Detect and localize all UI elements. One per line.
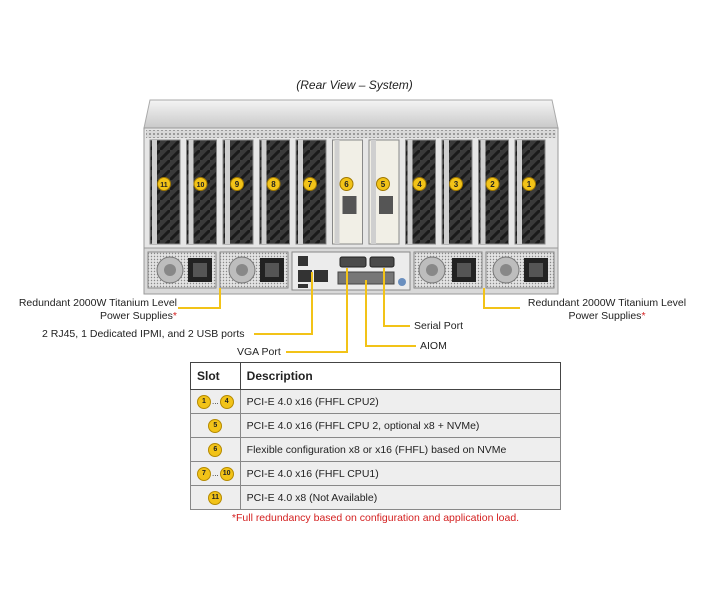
table-row: 5 PCI-E 4.0 x16 (FHFL CPU 2, optional x8 …: [190, 413, 562, 438]
pcie-slot-brackets: 11 10 9 8 7 6 5 4 3 2 1: [149, 139, 546, 245]
slot-7-badge-icon: [303, 177, 317, 191]
psu-left-callout: Redundant 2000W Titanium Level Power Sup…: [12, 297, 177, 323]
slot-7-label: 7: [308, 180, 313, 189]
description-cell: PCI-E 4.0 x8 (Not Available): [239, 485, 562, 510]
slot-9-label: 9: [235, 180, 240, 189]
slot-8-badge-icon: [266, 177, 281, 191]
description-cell: PCI-E 4.0 x16 (FHFL CPU2): [239, 389, 562, 414]
slot-badge-icon: 4: [219, 394, 234, 409]
footnote: *Full redundancy based on configuration …: [231, 512, 520, 524]
table-row: 11 PCI-E 4.0 x8 (Not Available): [190, 485, 562, 510]
io-ports-icon: [291, 251, 411, 291]
pcie-slot-7: 7: [295, 139, 327, 245]
vga-port-icon: [339, 256, 367, 268]
slot-10-badge-icon: [193, 177, 208, 191]
pcie-slot-5: 5: [368, 139, 400, 245]
psu-left-1-icon: [147, 251, 217, 289]
server-rear-view-illustration: 11 10 9 8 7 6 5 4 3 2 1: [143, 99, 559, 353]
slot-badge-icon: 1: [197, 394, 211, 409]
slot-badge-icon: 7: [197, 466, 211, 481]
callout-lines: [178, 268, 520, 353]
slot-cell: 11: [190, 485, 241, 510]
vga-callout: VGA Port: [237, 346, 281, 358]
slot-1-badge-icon: [522, 177, 536, 191]
psu-right-1-icon: [413, 251, 483, 289]
pcie-slot-6: 6: [332, 139, 363, 245]
pcie-slot-1: 1: [514, 139, 546, 245]
range-ellipsis: ...: [212, 397, 219, 406]
slot-5-badge-icon: [376, 177, 390, 191]
slot-badge-icon: 11: [208, 490, 223, 505]
slot-4-label: 4: [417, 180, 422, 189]
pcie-slot-8: 8: [259, 139, 290, 245]
pcie-slot-11: 11: [149, 139, 181, 245]
psu-right-2-icon: [485, 251, 555, 289]
aiom-callout: AIOM: [420, 340, 447, 352]
serial-port-icon: [369, 256, 395, 268]
pcie-slot-2: 2: [478, 139, 509, 245]
psu-right-asterisk: *: [641, 310, 646, 322]
pcie-slot-9: 9: [222, 139, 254, 245]
pcie-slot-3: 3: [441, 139, 473, 245]
slot-1-label: 1: [527, 180, 532, 189]
slot-9-badge-icon: [230, 177, 244, 191]
slot-header: Slot: [190, 362, 241, 390]
slot-badge-icon: 5: [208, 418, 223, 433]
slot-10-label: 10: [197, 182, 205, 189]
psu-right-callout: Redundant 2000W Titanium Level Power Sup…: [522, 297, 692, 323]
slot-cell: 1...4: [190, 389, 241, 414]
slot-6-label: 6: [344, 180, 349, 189]
slot-3-label: 3: [454, 180, 459, 189]
table-row: 6 Flexible configuration x8 or x16 (FHFL)…: [190, 437, 562, 462]
description-cell: PCI-E 4.0 x16 (FHFL CPU1): [239, 461, 562, 486]
slot-4-badge-icon: [412, 177, 427, 191]
psu-left-asterisk: *: [172, 310, 177, 322]
slot-8-label: 8: [271, 180, 276, 189]
slot-3-badge-icon: [449, 177, 463, 191]
slot-6-badge-icon: [339, 177, 354, 191]
ports-callout: 2 RJ45, 1 Dedicated IPMI, and 2 USB port…: [42, 328, 245, 340]
psu-left-2-icon: [219, 251, 289, 289]
psu-left-line2: Power Supplies: [99, 310, 173, 322]
slot-badge-icon: 6: [208, 442, 223, 457]
slot-11-badge-icon: [157, 177, 171, 191]
slot-2-badge-icon: [485, 177, 500, 191]
pcie-slot-10: 10: [186, 139, 217, 245]
psu-left-line1: Redundant 2000W Titanium Level: [18, 297, 177, 309]
pcie-slot-4: 4: [405, 139, 436, 245]
serial-callout: Serial Port: [414, 320, 464, 332]
psu-right-line2: Power Supplies: [568, 310, 642, 322]
slot-cell: 7...10: [190, 461, 241, 486]
range-ellipsis: ...: [212, 469, 219, 478]
chassis-top-cover: [143, 99, 559, 129]
slot-cell: 5: [190, 413, 241, 438]
slot-cell: 6: [190, 437, 241, 462]
psu-right-line1: Redundant 2000W Titanium Level: [527, 297, 687, 309]
slot-11-label: 11: [160, 182, 168, 189]
description-cell: PCI-E 4.0 x16 (FHFL CPU 2, optional x8 +…: [239, 413, 562, 438]
description-header: Description: [239, 362, 562, 390]
slot-badge-icon: 10: [219, 466, 234, 481]
figure-caption: (Rear View – System): [296, 78, 413, 92]
description-cell: Flexible configuration x8 or x16 (FHFL) …: [239, 437, 562, 462]
slot-2-label: 2: [490, 180, 495, 189]
slot-5-label: 5: [381, 180, 386, 189]
